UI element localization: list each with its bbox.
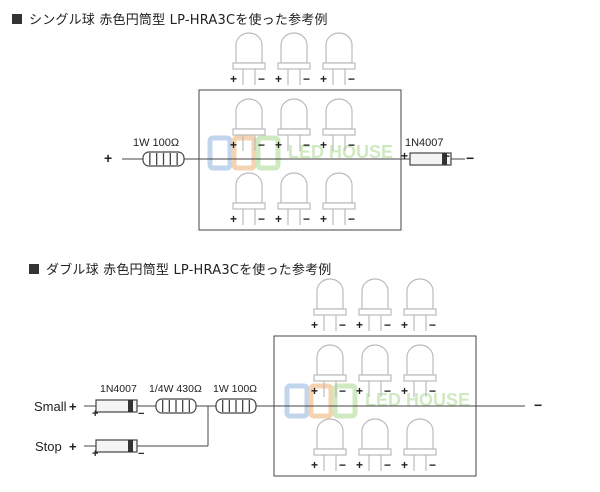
led-minus-mark: − bbox=[258, 72, 265, 86]
led-d1-9: +− bbox=[320, 172, 356, 226]
watermark-1: LED HOUSE bbox=[207, 135, 393, 171]
diagram-2-small-diode bbox=[95, 399, 138, 413]
led-minus-mark: − bbox=[303, 72, 310, 86]
diagram-1-led-frame bbox=[198, 89, 402, 231]
diagram-2-resistor-2 bbox=[215, 398, 257, 414]
led-minus-mark: − bbox=[339, 458, 346, 472]
led-d1-1: +− bbox=[230, 32, 266, 86]
led-plus-mark: + bbox=[356, 384, 363, 398]
led-minus-mark: − bbox=[384, 458, 391, 472]
led-minus-mark: − bbox=[339, 384, 346, 398]
led-plus-mark: + bbox=[320, 212, 327, 226]
diagram-1-wiring bbox=[122, 89, 465, 231]
led-d2-3: +− bbox=[401, 278, 437, 332]
led-plus-mark: + bbox=[311, 318, 318, 332]
led-plus-mark: + bbox=[356, 458, 363, 472]
led-plus-mark: + bbox=[401, 458, 408, 472]
diagram-1-title: シングル球 赤色円筒型 LP-HRA3Cを使った参考例 bbox=[12, 9, 328, 28]
diagram-2-resistor-2-label: 1W 100Ω bbox=[213, 383, 257, 395]
watermark-text: LED HOUSE bbox=[288, 142, 393, 162]
diagram-2-resistor-1-label: 1/4W 430Ω bbox=[149, 383, 202, 395]
diagram-1-diode bbox=[409, 152, 452, 166]
led-plus-mark: + bbox=[275, 212, 282, 226]
led-minus-mark: − bbox=[258, 212, 265, 226]
led-plus-mark: + bbox=[275, 72, 282, 86]
led-d1-4: +− bbox=[230, 98, 266, 152]
diagram-1-diode-plus: + bbox=[401, 149, 408, 163]
led-plus-mark: + bbox=[230, 212, 237, 226]
watermark-text: LED HOUSE bbox=[365, 390, 470, 410]
diagram-2-diode-label: 1N4007 bbox=[100, 383, 137, 395]
diagram-2-small-plus: + bbox=[69, 399, 77, 414]
led-minus-mark: − bbox=[258, 138, 265, 152]
diagram-2-small-diode-minus: − bbox=[138, 408, 144, 420]
diagram-1-diode-minus: − bbox=[443, 149, 450, 163]
led-d2-6: +− bbox=[401, 344, 437, 398]
led-plus-mark: + bbox=[230, 72, 237, 86]
diagram-1-title-text: シングル球 赤色円筒型 LP-HRA3Cを使った参考例 bbox=[29, 13, 328, 28]
diagram-2-output-minus: − bbox=[534, 397, 542, 413]
diagram-2-small-label: Small bbox=[34, 399, 67, 414]
led-plus-mark: + bbox=[275, 138, 282, 152]
led-d1-8: +− bbox=[275, 172, 311, 226]
led-plus-mark: + bbox=[320, 72, 327, 86]
components bbox=[95, 151, 452, 453]
led-d1-2: +− bbox=[275, 32, 311, 86]
led-d2-8: +− bbox=[356, 418, 392, 472]
diagram-2-resistor-1 bbox=[155, 398, 197, 414]
diagram-2-title: ダブル球 赤色円筒型 LP-HRA3Cを使った参考例 bbox=[29, 259, 331, 278]
diagram-2-stop-diode bbox=[95, 439, 138, 453]
led-minus-mark: − bbox=[303, 138, 310, 152]
led-d1-5: +− bbox=[275, 98, 311, 152]
diagram-1-input-plus: + bbox=[104, 150, 112, 166]
led-minus-mark: − bbox=[348, 212, 355, 226]
bullet-square-icon bbox=[29, 264, 39, 274]
led-plus-mark: + bbox=[401, 318, 408, 332]
led-d2-2: +− bbox=[356, 278, 392, 332]
diagram-2-stop-plus: + bbox=[69, 439, 77, 454]
led-minus-mark: − bbox=[384, 384, 391, 398]
bullet-square-icon bbox=[12, 14, 22, 24]
led-minus-mark: − bbox=[429, 458, 436, 472]
led-d1-7: +− bbox=[230, 172, 266, 226]
led-plus-mark: + bbox=[311, 384, 318, 398]
led-d2-4: +− bbox=[311, 344, 347, 398]
led-d2-7: +− bbox=[311, 418, 347, 472]
led-minus-mark: − bbox=[429, 318, 436, 332]
led-d2-1: +− bbox=[311, 278, 347, 332]
diagram-2-stop-label: Stop bbox=[35, 439, 62, 454]
led-minus-mark: − bbox=[384, 318, 391, 332]
diagram-1-resistor-label: 1W 100Ω bbox=[133, 137, 179, 149]
diagram-2-small-diode-plus: + bbox=[92, 408, 98, 420]
diagram-1-output-minus: − bbox=[466, 150, 474, 166]
led-minus-mark: − bbox=[339, 318, 346, 332]
led-plus-mark: + bbox=[320, 138, 327, 152]
led-plus-mark: + bbox=[401, 384, 408, 398]
led-d2-5: +− bbox=[356, 344, 392, 398]
led-d1-6: +− bbox=[320, 98, 356, 152]
watermark-2: LED HOUSE bbox=[284, 383, 470, 419]
diagram-1-resistor bbox=[142, 151, 185, 167]
led-minus-mark: − bbox=[348, 138, 355, 152]
led-d2-9: +− bbox=[401, 418, 437, 472]
diagram-2-title-text: ダブル球 赤色円筒型 LP-HRA3Cを使った参考例 bbox=[46, 263, 332, 278]
diagram-2-stop-diode-plus: + bbox=[92, 448, 98, 460]
led-minus-mark: − bbox=[303, 212, 310, 226]
led-minus-mark: − bbox=[429, 384, 436, 398]
led-d1-3: +− bbox=[320, 32, 356, 86]
led-array: +−+−+−+−+−+−+−+−+−+−+−+−+−+−+−+−+−+− bbox=[230, 32, 437, 472]
diagram-2-stop-diode-minus: − bbox=[138, 448, 144, 460]
led-minus-mark: − bbox=[348, 72, 355, 86]
led-plus-mark: + bbox=[356, 318, 363, 332]
led-plus-mark: + bbox=[230, 138, 237, 152]
diagram-2-wiring bbox=[84, 335, 525, 477]
diagram-1-diode-label: 1N4007 bbox=[405, 137, 444, 149]
led-plus-mark: + bbox=[311, 458, 318, 472]
